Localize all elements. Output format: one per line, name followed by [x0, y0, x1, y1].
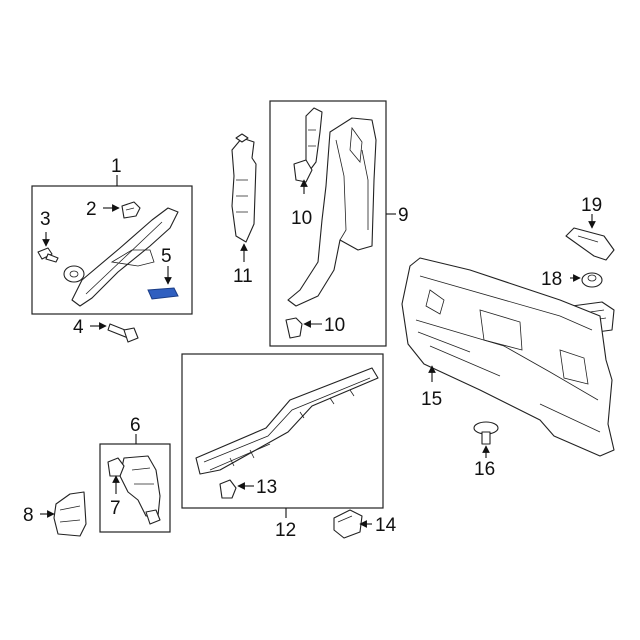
part-18-nut[interactable]: [581, 272, 603, 288]
callout-10b[interactable]: 10: [324, 315, 345, 336]
part-19[interactable]: [565, 227, 615, 261]
callout-3[interactable]: 3: [40, 209, 51, 230]
part-8[interactable]: [53, 491, 87, 537]
part-4-bolt[interactable]: [107, 323, 139, 343]
callout-11[interactable]: 11: [233, 266, 253, 287]
callout-1[interactable]: 1: [111, 156, 122, 177]
part-13-clip[interactable]: [219, 479, 237, 499]
callout-9[interactable]: 9: [398, 205, 409, 226]
callout-4[interactable]: 4: [73, 317, 84, 338]
part-9-quarter-trim[interactable]: [287, 117, 377, 307]
group-12: 12 13: [181, 353, 384, 541]
callout-5[interactable]: 5: [161, 246, 172, 267]
callout-19[interactable]: 19: [581, 195, 602, 216]
callout-7[interactable]: 7: [110, 498, 121, 519]
callout-6[interactable]: 6: [130, 415, 141, 436]
group-6-box: [99, 443, 171, 533]
part-2-clip[interactable]: [121, 201, 141, 219]
callout-12[interactable]: 12: [275, 520, 296, 541]
part-10-clip-upper[interactable]: [293, 159, 313, 183]
part-9-strip[interactable]: [305, 107, 323, 171]
group-1-box: [31, 185, 193, 315]
group-9-box: [269, 100, 387, 347]
part-3-bolt[interactable]: [37, 247, 59, 263]
callout-16[interactable]: 16: [474, 459, 495, 480]
callout-18[interactable]: 18: [541, 269, 562, 290]
part-7-clip[interactable]: [107, 457, 125, 477]
callout-10a[interactable]: 10: [291, 208, 312, 229]
callout-13[interactable]: 13: [256, 477, 277, 498]
callout-8[interactable]: 8: [23, 505, 34, 526]
group-9: 9 10 10: [269, 100, 409, 347]
part-12-scuff-plate[interactable]: [195, 367, 379, 475]
callout-15[interactable]: 15: [421, 389, 442, 410]
callout-2[interactable]: 2: [86, 199, 97, 220]
part-15-back-panel[interactable]: [401, 257, 615, 457]
callout-14[interactable]: 14: [375, 515, 397, 536]
part-6-trim[interactable]: [119, 455, 161, 525]
part-11-bracket[interactable]: [231, 133, 257, 243]
group-1: 1 2 3 5: [31, 156, 193, 315]
part-14[interactable]: [333, 509, 363, 539]
part-16-push-pin[interactable]: [473, 421, 499, 445]
part-5-pad[interactable]: [147, 287, 179, 300]
pillar-trim[interactable]: [63, 207, 179, 307]
part-10-clip-lower[interactable]: [285, 317, 303, 339]
group-12-box: [181, 353, 384, 509]
group-6: 6 7: [99, 415, 171, 533]
